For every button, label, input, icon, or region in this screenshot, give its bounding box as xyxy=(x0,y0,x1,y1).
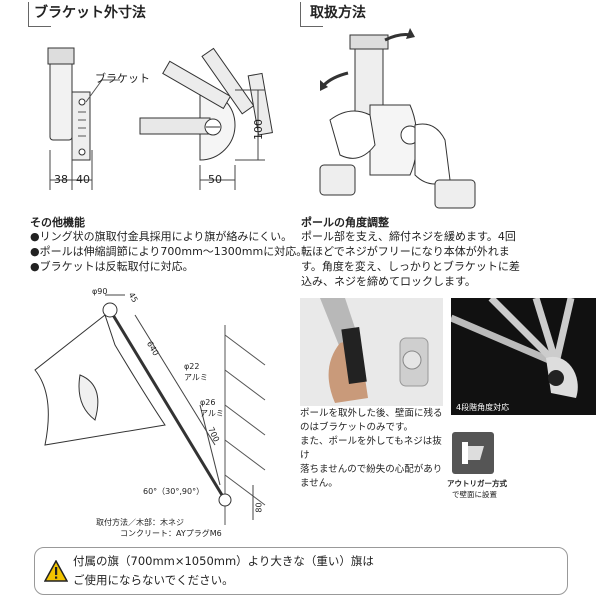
mount-method-1: 取付方法／木部：木ネジ xyxy=(96,518,184,527)
dim-100: 100 xyxy=(252,119,265,140)
outrigger-icon xyxy=(452,432,494,474)
bracket-fan-view xyxy=(139,47,273,161)
bracket-dims-title: ブラケット外寸法 xyxy=(34,5,146,21)
alum-label-1: アルミ xyxy=(184,373,208,382)
angle-adjust-line: 込み、ネジを締めてロックします。 xyxy=(301,275,476,288)
phi26-label: φ26 xyxy=(200,398,216,407)
warning-line-2: ご使用にならないでください。 xyxy=(73,573,234,587)
warning-box: 付属の旗（700mm×1050mm）より大きな（重い）旗は ご使用にならないでく… xyxy=(34,547,568,595)
bracket-dimension-drawing xyxy=(47,47,273,190)
removal-line: のはブラケットのみです。 xyxy=(300,422,414,433)
section-corner xyxy=(28,2,51,27)
removal-line: ません。 xyxy=(300,478,338,489)
dim-50: 50 xyxy=(208,173,222,186)
handling-title: 取扱方法 xyxy=(310,5,366,21)
angle-label: 60°（30°,90°） xyxy=(143,487,205,496)
warning-icon xyxy=(44,560,68,582)
other-features-list: ●リング状の旗取付金具採用により旗が絡みにくい。 ●ポールは伸縮調節により700… xyxy=(30,229,307,274)
angle-adjust-title: ポールの角度調整 xyxy=(301,216,389,229)
removal-line: また、ポールを外してもネジは抜け xyxy=(300,436,442,461)
feature-item: ●ブラケットは反転取付に対応。 xyxy=(30,260,194,273)
angle-adjust-line: 転ほどでネジがフリーになり本体が外れま xyxy=(301,245,510,258)
bracket-label: ブラケット xyxy=(95,72,150,85)
section-corner xyxy=(300,2,323,27)
angle-adjust-line: す。角度を変え、しっかりとブラケットに差 xyxy=(301,260,520,273)
mount-method-2: コンクリート：AYプラグM6 xyxy=(120,529,222,538)
angle-caption: 4段階角度対応 xyxy=(456,403,510,412)
dim-80-label: 80 xyxy=(254,502,264,513)
angle-photo: 4段階角度対応 xyxy=(449,295,596,415)
feature-item: ●ポールは伸縮調節により700mm〜1300mmに対応。 xyxy=(30,245,308,258)
alum-label-2: アルミ xyxy=(200,409,224,418)
outrigger-label-2: で壁面に設置 xyxy=(452,490,497,499)
warning-line-1: 付属の旗（700mm×1050mm）より大きな（重い）旗は xyxy=(73,554,374,568)
dim-40: 40 xyxy=(76,173,90,186)
bracket-side-view xyxy=(47,47,91,161)
dim-38: 38 xyxy=(54,173,68,186)
phi90-label: φ90 xyxy=(92,287,108,296)
other-features-title: その他機能 xyxy=(30,216,85,229)
angle-adjust-line: ポール部を支え、締付ネジを緩めます。4回 xyxy=(301,230,516,243)
removal-text: ポールを取外した後、壁面に残る のはブラケットのみです。 また、ポールを外しても… xyxy=(300,407,450,491)
angle-adjust-text: ポール部を支え、締付ネジを緩めます。4回 転ほどでネジがフリーになり本体が外れま… xyxy=(301,229,593,289)
feature-item: ●リング状の旗取付金具採用により旗が絡みにくい。 xyxy=(30,230,293,243)
handling-method-drawing xyxy=(319,28,476,209)
removal-line: ポールを取外した後、壁面に残る xyxy=(300,408,443,419)
removal-photo xyxy=(300,298,443,406)
pole-flag-drawing xyxy=(34,294,266,525)
removal-line: 落ちませんので紛失の心配があり xyxy=(300,464,443,475)
phi22-label: φ22 xyxy=(184,362,200,371)
outrigger-label-1: アウトリガー方式 xyxy=(447,479,507,488)
